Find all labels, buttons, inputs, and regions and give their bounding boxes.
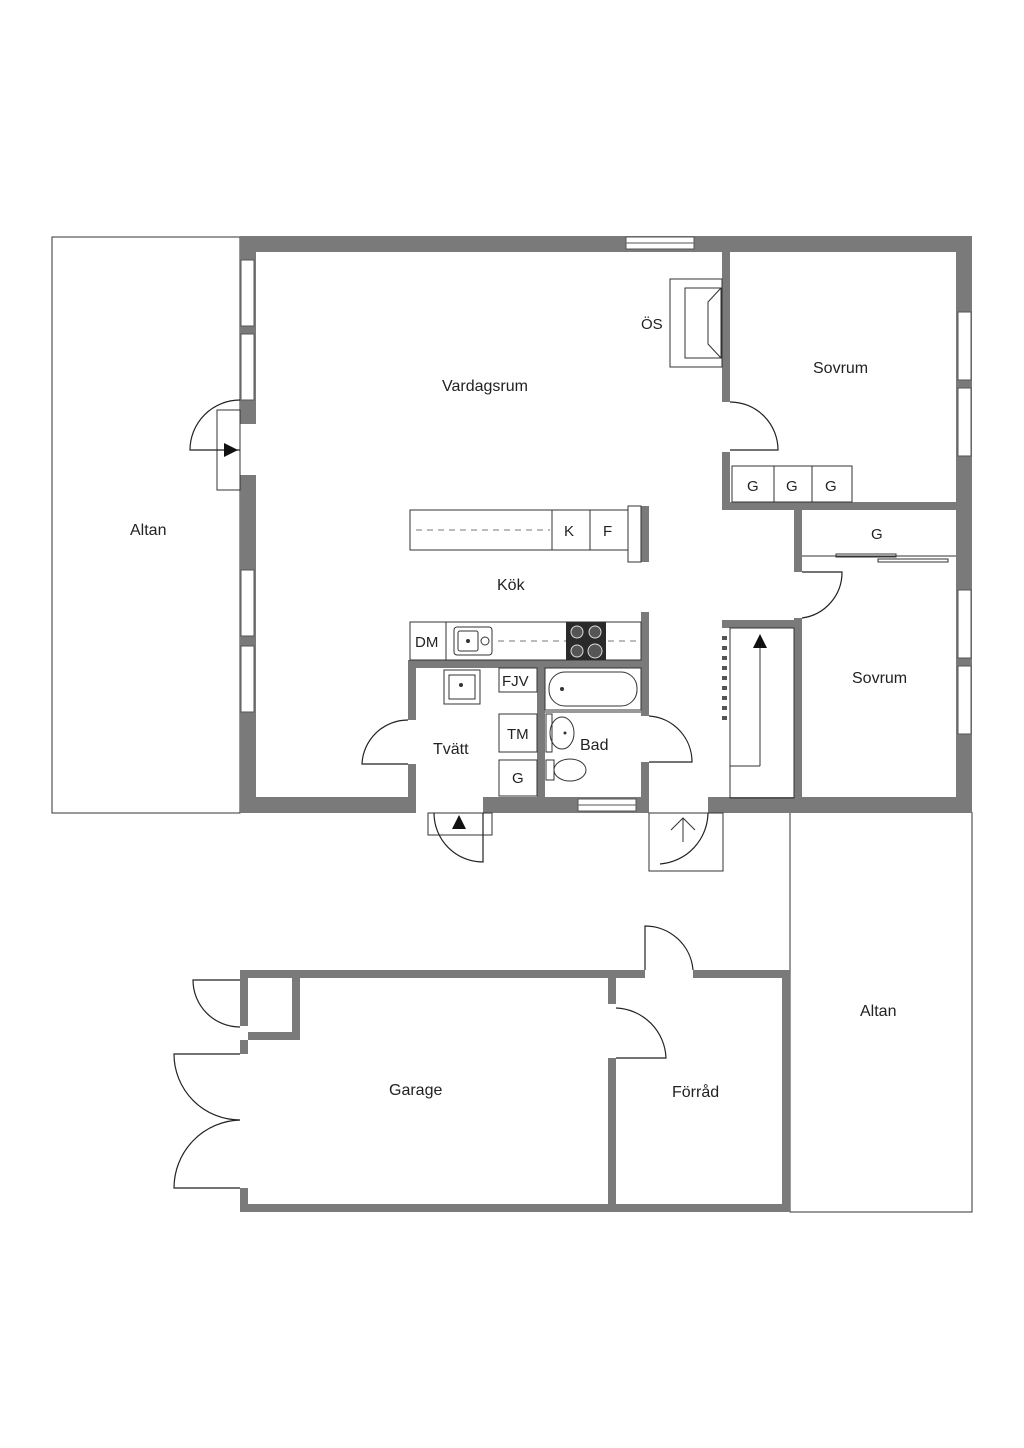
room-label-garage: Garage — [389, 1082, 442, 1099]
fireplace-label: ÖS — [641, 315, 663, 333]
room-label-bad: Bad — [580, 737, 608, 754]
room-label-forrad: Förråd — [672, 1083, 719, 1101]
dishwasher-label: DM — [415, 634, 438, 651]
garage-doors — [173, 925, 694, 1189]
staircase — [722, 627, 795, 799]
wardrobes-top — [731, 465, 853, 503]
room-label-altan-east: Altan — [860, 1003, 896, 1020]
kitchen-island — [409, 505, 642, 563]
room-label-sovrum-top: Sovrum — [813, 360, 868, 377]
interior-walls — [408, 252, 956, 798]
wardrobe-label: G — [786, 478, 798, 495]
fireplace — [669, 278, 723, 368]
district-heating-label: FJV — [502, 673, 529, 690]
wardrobe-sliding — [802, 553, 956, 563]
laundry-cabinet-label: G — [512, 770, 524, 787]
windows — [240, 236, 972, 812]
kitchen-counter — [409, 621, 642, 661]
garage-walls — [240, 970, 790, 1212]
fridge-label: K — [564, 523, 574, 540]
room-label-vardagsrum: Vardagsrum — [442, 378, 528, 395]
tumble-dryer-label: TM — [507, 726, 529, 743]
doors — [189, 399, 843, 872]
room-label-altan-west: Altan — [130, 522, 166, 539]
room-label-kok: Kök — [497, 577, 526, 594]
wardrobe-label: G — [825, 478, 837, 495]
bathroom-fixtures — [544, 667, 642, 782]
wardrobe-label: G — [871, 526, 883, 543]
freezer-label: F — [603, 523, 612, 540]
laundry-fixtures — [443, 667, 538, 797]
room-label-tvatt: Tvätt — [433, 741, 469, 758]
wardrobe-label: G — [747, 478, 759, 495]
room-label-sovrum-bottom: Sovrum — [852, 670, 907, 687]
